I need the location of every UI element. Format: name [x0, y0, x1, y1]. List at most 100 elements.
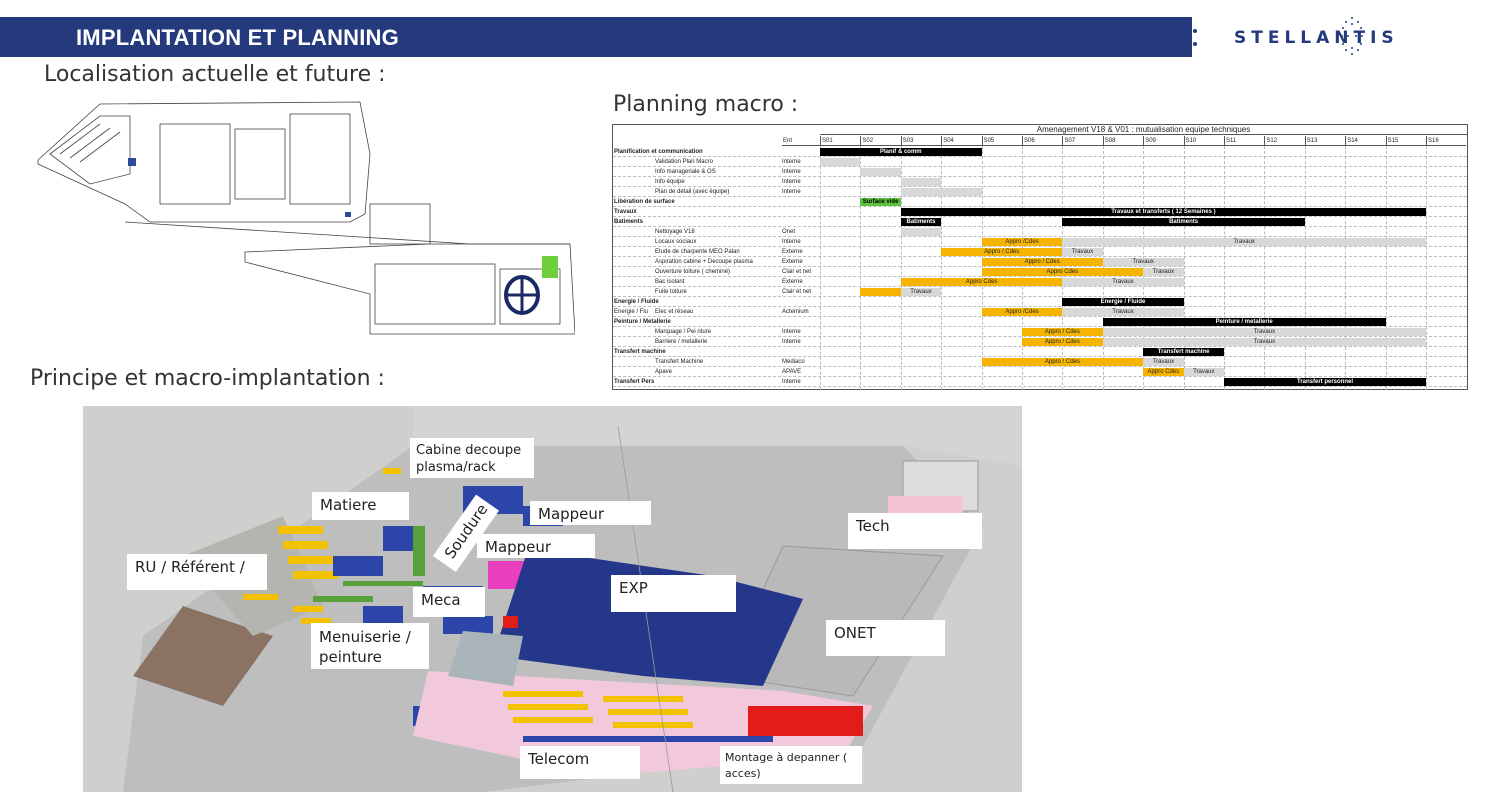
gantt-bar: Energie / Fluide [1062, 298, 1184, 306]
gantt-bar: Appro / Cdes [1022, 338, 1103, 346]
gantt-bar: Travaux [1143, 358, 1184, 366]
gantt-bar: Appro / Cdes [981, 358, 1144, 366]
gantt-bar: Travaux [1062, 248, 1103, 256]
gantt-row-label: Plan de détail (avec équipe) [655, 189, 730, 195]
gantt-week-gridline [1224, 146, 1225, 390]
stellantis-logo: STELLANTIS [1234, 28, 1399, 48]
gantt-row-label: Info manageriale & OS [655, 169, 716, 175]
gantt-row-label: Libération de surface [614, 199, 675, 205]
zone-onet-label: ONET [826, 620, 945, 656]
implantation-drawing [123, 406, 1022, 792]
gantt-week-header: S15 [1385, 136, 1426, 146]
site-plan-drawing [37, 101, 575, 335]
gantt-row-label: Validation Plan Macro [655, 159, 713, 165]
gantt-week-header: S07 [1062, 136, 1103, 146]
gantt-row-entity: Externe [782, 279, 803, 285]
gantt-week-header: S11 [1224, 136, 1265, 146]
gantt-week-header: S09 [1143, 136, 1184, 146]
gantt-bar: Planif & comm [820, 148, 982, 156]
gantt-bar: Travaux [1062, 308, 1184, 316]
gantt-bar: Travaux [1102, 338, 1426, 346]
gantt-week-header: S04 [941, 136, 982, 146]
zone-mappeur-label-1: Mappeur [530, 501, 651, 525]
gantt-row-label: Ouverture toiture ( cheminé) [655, 269, 731, 275]
gantt-week-header: S06 [1022, 136, 1063, 146]
gantt-row: Fuite toiture Clair et net Travaux [613, 287, 1467, 297]
gantt-bar: Appro / Cdes [981, 258, 1103, 266]
gantt-week-header: S05 [981, 136, 1022, 146]
gantt-row-entity [782, 297, 820, 307]
gantt-bar: Travaux [1102, 328, 1426, 336]
gantt-bar: Travaux [1102, 258, 1184, 266]
localisation-heading: Localisation actuelle et future : [44, 62, 386, 87]
gantt-planning: Amenagement V18 & V01 : mutualisation eq… [612, 124, 1468, 390]
gantt-bar: Surface vide [860, 198, 901, 206]
principe-heading: Principe et macro-implantation : [30, 366, 385, 391]
gantt-row-entity [782, 147, 820, 157]
gantt-row-entity: Interne [782, 379, 801, 385]
gantt-row-entity [782, 207, 820, 217]
gantt-row-label: Info équipe [655, 179, 685, 185]
gantt-row-entity: Clair et net [782, 289, 812, 295]
zone-ru-label: RU / Référent / [127, 554, 267, 590]
gantt-bar: Travaux [1062, 278, 1184, 286]
gantt-row-entity: Mediaco [782, 359, 805, 365]
gantt-row-entity [782, 217, 820, 227]
gantt-bar: Appro /Cdes [981, 238, 1063, 246]
gantt-row-label: Locaux sociaux [655, 239, 697, 245]
gantt-row-label: Transfert machine [614, 349, 666, 355]
gantt-bar: Travaux [1183, 368, 1224, 376]
gantt-row-label: Energie / Flu [614, 309, 649, 315]
zone-mappeur-label-2: Mappeur [477, 534, 595, 558]
gantt-row-label: Etude de charpente MEO Palan [655, 249, 740, 255]
gantt-row-entity: Actemium [782, 309, 809, 315]
gantt-bar: Appro Cdes [1143, 368, 1184, 376]
gantt-row-label: Transfert Machine [655, 359, 704, 365]
gantt-bar: Travaux [900, 288, 942, 296]
gantt-row-label: Travaux [614, 209, 637, 215]
gantt-row-entity: Interne [782, 189, 801, 195]
gantt-row: Peinture / Metallerie Peinture / metaller… [613, 317, 1467, 327]
gantt-bar: Appro Cdes [981, 268, 1144, 276]
gantt-row-sublabel: Elec et réseau [655, 309, 694, 315]
gantt-week-gridline [1183, 146, 1185, 390]
gantt-week-header: S08 [1102, 136, 1144, 146]
zone-montage-label: Montage à depanner ( acces) [720, 746, 862, 784]
gantt-row-label: Bac isolant [655, 279, 685, 285]
gantt-row-label: Nettoyage V18 [655, 229, 695, 235]
dots-icon [1186, 25, 1197, 50]
gantt-row-label: Peinture / Metallerie [614, 319, 671, 325]
gantt-row: Ouverture toiture ( cheminé)Clair et net… [613, 267, 1467, 277]
zone-cabine-label: Cabine decoupe plasma/rack [410, 438, 534, 478]
gantt-week-header: S02 [860, 136, 901, 146]
gantt-week-gridline [1304, 146, 1306, 390]
gantt-bar [860, 288, 901, 296]
gantt-week-gridline [1385, 146, 1387, 390]
gantt-week-header: S01 [820, 136, 861, 146]
gantt-bar: Peinture / metallerie [1102, 318, 1386, 326]
gantt-week-gridline [1345, 146, 1347, 390]
gantt-row-entity: Interne [782, 239, 801, 245]
gantt-bar: Travaux [1062, 238, 1426, 246]
zone-telecom-label: Telecom [520, 746, 640, 779]
gantt-bar: Travaux [1143, 268, 1184, 276]
gantt-row-label: Marquage / Pei nture [655, 329, 712, 335]
gantt-row-label: Fuite toiture [655, 289, 687, 295]
gantt-row-entity: Interne [782, 339, 801, 345]
zone-menuiserie-label: Menuiserie / peinture [311, 623, 429, 669]
gantt-week-gridline [900, 146, 902, 390]
gantt-row: Transfert PersonnelInterneTransfert pers… [613, 377, 1467, 387]
gantt-bar [820, 158, 861, 166]
